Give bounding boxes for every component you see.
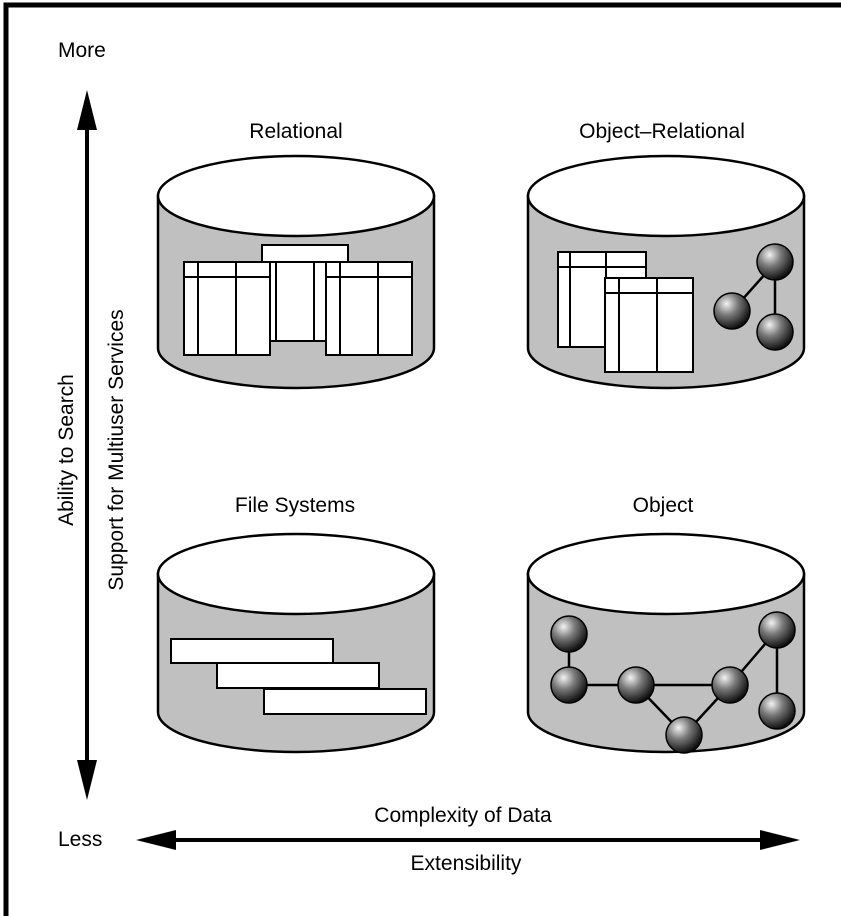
object-node-icon	[665, 716, 703, 754]
table-icon	[604, 277, 694, 373]
object-database-icon	[526, 532, 806, 754]
multiuser-services-label: Support for Multiuser Services	[105, 309, 128, 590]
object-node-icon	[550, 666, 588, 704]
object-node-icon	[711, 666, 749, 704]
object-node-icon	[758, 692, 796, 730]
file-record-icon	[170, 638, 334, 664]
object-relational-database-icon	[526, 154, 806, 390]
file-systems-title: File Systems	[235, 494, 355, 517]
object-relational-title: Object–Relational	[579, 120, 745, 143]
relational-title: Relational	[249, 120, 342, 143]
extensibility-label: Extensibility	[411, 852, 522, 875]
file-record-icon	[263, 688, 427, 715]
axis-more-label: More	[58, 39, 106, 62]
object-node-icon	[756, 243, 794, 281]
vertical-axis-arrow	[77, 90, 97, 800]
horizontal-axis-arrow	[136, 830, 800, 850]
object-node-icon	[758, 611, 796, 649]
relational-database-icon	[156, 154, 436, 390]
object-node-icon	[756, 313, 794, 351]
object-node-icon	[713, 292, 751, 330]
arrow-down-icon	[77, 760, 97, 800]
arrow-right-icon	[760, 830, 800, 850]
object-title: Object	[633, 494, 694, 517]
table-icon	[325, 261, 413, 356]
ability-to-search-label: Ability to Search	[55, 374, 78, 526]
axis-less-label: Less	[58, 828, 102, 851]
object-node-icon	[617, 666, 655, 704]
file-systems-database-icon	[156, 532, 436, 754]
file-record-icon	[216, 662, 380, 689]
table-icon	[183, 261, 271, 356]
object-node-icon	[550, 615, 588, 653]
arrow-up-icon	[77, 90, 97, 130]
arrow-left-icon	[136, 830, 176, 850]
complexity-of-data-label: Complexity of Data	[374, 804, 552, 827]
